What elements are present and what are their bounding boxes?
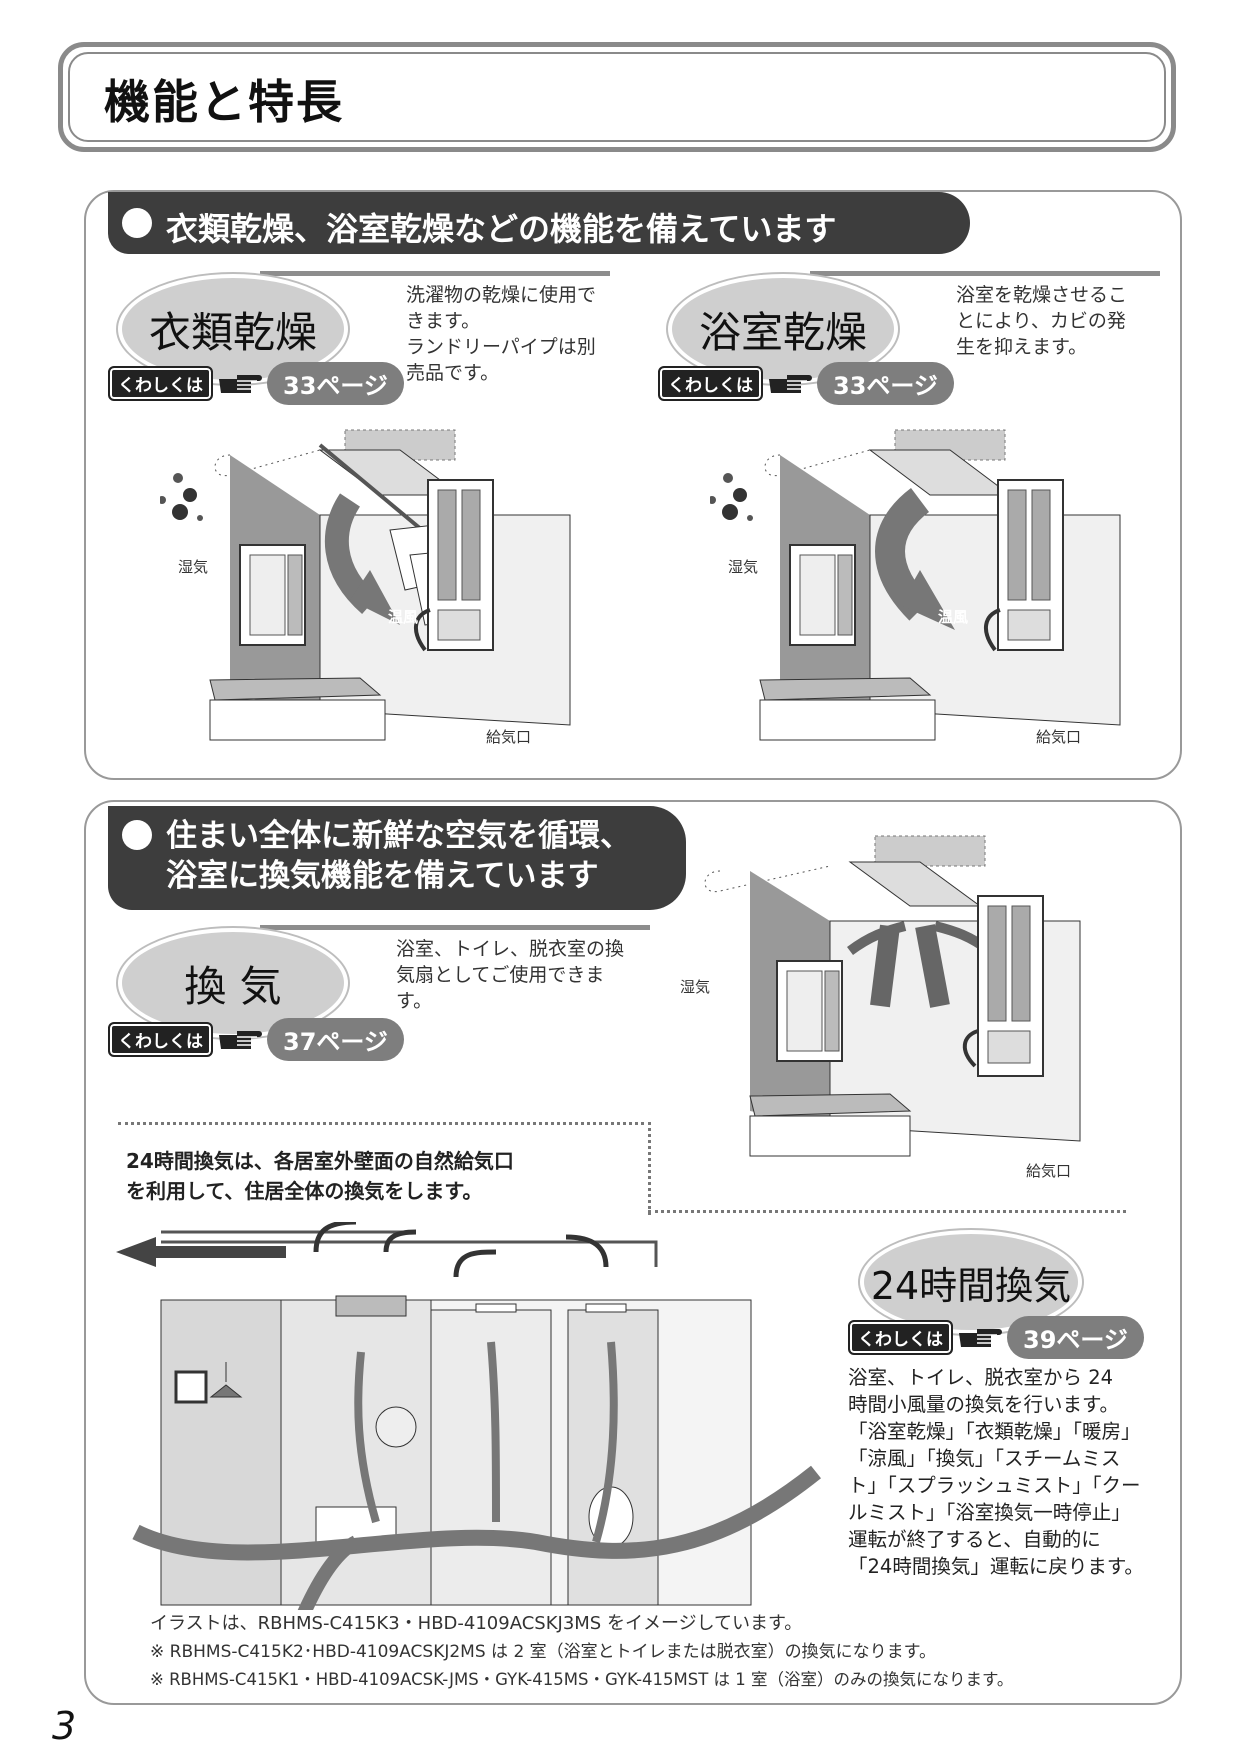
air-inlet-label: 給気口 [1036,728,1082,746]
desc-line: きます。 [406,310,481,332]
pointing-hand-icon [219,1030,262,1049]
desc-line: ルミスト」「浴室換気一時停止」 [848,1501,1131,1524]
page-ref-badge: 39ページ [1007,1316,1144,1359]
pointing-hand-icon [769,374,812,393]
more-info-label: くわしくは [658,366,763,401]
desc-line: ト」「スプラッシュミスト」「クー [848,1474,1141,1497]
desc-line: 気扇としてご使用できま [396,964,605,986]
clothes-drying-illustration [160,429,571,741]
desc-line: 時間小風量の換気を行います。 [848,1393,1120,1416]
feature-ventilation-desc: 浴室、トイレ、脱衣室の換 気扇としてご使用できま す。 [396,936,656,1014]
bath-drying-illustration [710,429,1121,741]
footnote-line: ※ RBHMS-C415K1・HBD-4109ACSK-JMS・GYK-415M… [150,1670,1014,1689]
humidity-label: 湿気 [680,978,711,996]
section-ventilation-header: 住まい全体に新鮮な空気を循環、 浴室に換気機能を備えています [108,806,686,910]
section-ventilation-header-line: 住まい全体に新鮮な空気を循環、 [166,818,631,854]
page-ref-badge: 37ページ [267,1018,404,1061]
footnotes: イラストは、RBHMS-C415K3・HBD-4109ACSKJ3MS をイメー… [150,1610,1013,1694]
desc-line: 浴室、トイレ、脱衣室の換 [396,938,625,960]
title-inner-frame [68,52,1166,142]
desc-line: 洗濯物の乾燥に使用で [406,284,597,306]
desc-line: 「涼風」「換気」「スチームミス [848,1447,1121,1470]
desc-line: 「24時間換気」運転に戻ります。 [848,1555,1144,1578]
page-ref-badge: 33ページ [817,362,954,405]
footnote-line: イラストは、RBHMS-C415K3・HBD-4109ACSKJ3MS をイメー… [150,1613,803,1634]
feature-24h-ventilation-name: 24時間換気 [870,1263,1072,1308]
note-dotted-border-bottom [648,1210,1126,1213]
pointing-hand-icon [959,1328,1002,1347]
more-info-label: くわしくは [108,366,213,401]
feature-bath-drying-ref[interactable]: くわしくは 33ページ [658,362,954,405]
note-dotted-border [118,1122,651,1215]
feature-24h-ventilation-desc: 浴室、トイレ、脱衣室から 24 時間小風量の換気を行います。 「浴室乾燥」「衣類… [848,1364,1148,1580]
feature-24h-ventilation-ref[interactable]: くわしくは 39ページ [848,1316,1144,1359]
pointing-hand-icon [219,374,262,393]
feature-clothes-drying-name: 衣類乾燥 [148,307,317,357]
ventilation-illustration [704,835,1081,1157]
humidity-label: 湿気 [178,558,209,576]
feature-ventilation-name: 換 気 [184,961,282,1011]
desc-line: 浴室、トイレ、脱衣室から 24 [848,1366,1114,1389]
title-frame [58,42,1176,152]
air-inlet-label: 給気口 [1026,1162,1072,1180]
section-drying-header: 衣類乾燥、浴室乾燥などの機能を備えています [108,192,970,254]
desc-line: 「浴室乾燥」「衣類乾燥」「暖房」 [848,1420,1141,1443]
page-number: 3 [52,1704,77,1748]
desc-line: 売品です。 [406,362,500,384]
ventilation-note: 24時間換気は、各居室外壁面の自然給気口 を利用して、住居全体の換気をします。 [126,1146,514,1206]
desc-line: す。 [396,990,433,1012]
air-inlet-label: 給気口 [486,728,532,746]
desc-line: ランドリーパイプは別 [406,336,596,358]
desc-line: 生を抑えます。 [956,336,1088,358]
feature-bath-drying-desc: 浴室を乾燥させるこ とにより、カビの発 生を抑えます。 [956,282,1146,360]
page-ref-badge: 33ページ [267,362,404,405]
bullet-icon [122,208,152,238]
feature-clothes-drying-ref[interactable]: くわしくは 33ページ [108,362,404,405]
page-title: 機能と特長 [104,75,344,129]
warm-air-label: 温風 [938,608,969,626]
humidity-label: 湿気 [728,558,759,576]
section-ventilation [84,800,1182,1705]
more-info-label: くわしくは [108,1022,213,1057]
note-line: 24時間換気は、各居室外壁面の自然給気口 [126,1149,514,1173]
bullet-icon [122,820,152,850]
house-airflow-illustration [116,1222,821,1610]
feature-clothes-drying-desc: 洗濯物の乾燥に使用で きます。 ランドリーパイプは別 売品です。 [406,282,616,386]
desc-line: 浴室を乾燥させるこ [956,284,1128,306]
feature-ventilation-oval: 換 気 [118,928,348,1038]
feature-bath-drying-name: 浴室乾燥 [698,307,867,357]
section-drying [84,190,1182,780]
feature-rule [260,271,610,276]
footnote-line: ※ RBHMS-C415K2･HBD-4109ACSKJ2MS は 2 室（浴室… [150,1642,936,1662]
more-info-label: くわしくは [848,1320,953,1355]
feature-ventilation-ref[interactable]: くわしくは 37ページ [108,1018,404,1061]
feature-rule [260,925,650,930]
desc-line: 運転が終了すると、自動的に [848,1528,1101,1551]
note-line: を利用して、住居全体の換気をします。 [126,1179,483,1203]
desc-line: とにより、カビの発 [956,310,1126,332]
warm-air-label: 温風 [388,608,419,626]
section-drying-header-text: 衣類乾燥、浴室乾燥などの機能を備えています [166,210,837,248]
feature-rule [810,271,1160,276]
section-ventilation-header-line: 浴室に換気機能を備えています [166,858,599,894]
